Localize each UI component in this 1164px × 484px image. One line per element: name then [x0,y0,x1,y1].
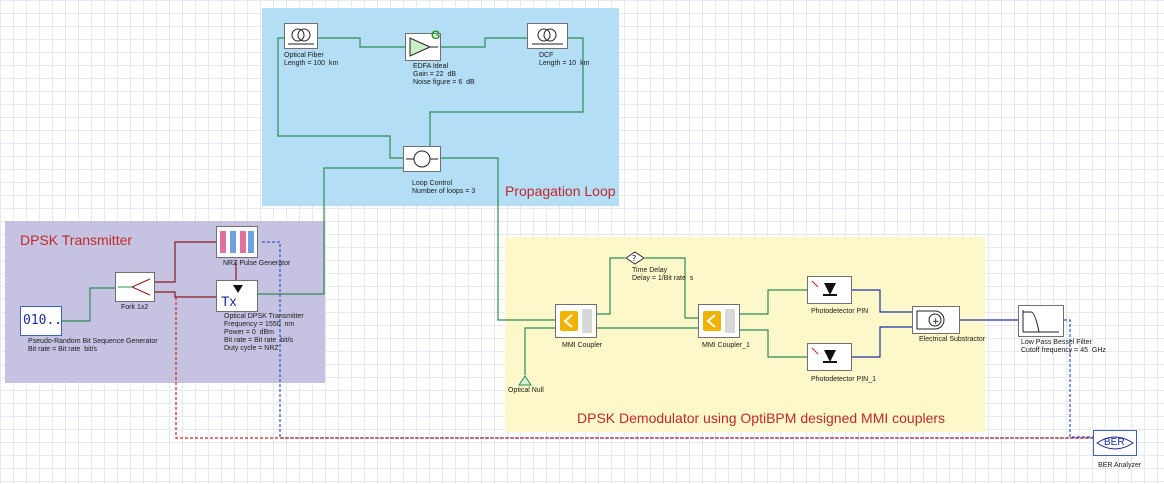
dcf-coil-icon [532,28,563,45]
lpf-param: Cutoff frequency = 45 GHz [1021,347,1106,354]
prbs-name: Pseudo-Random Bit Sequence Generator [28,338,158,345]
wire-loop-fiber [277,37,405,159]
wire-prbs-fork [62,287,115,322]
wire-fork-nrz [155,241,216,283]
optical-null-component[interactable] [518,373,532,386]
ber-glyph: BER [1104,437,1125,448]
edfa-noise-param: Noise figure = 6 dB [413,79,475,86]
tx-duty-cycle: Duty cycle = NRZ [224,345,279,352]
wire-dcf-loop [429,37,584,146]
wire-pin1-sub [852,326,912,358]
fork-icon [118,278,151,296]
fork-component[interactable] [115,272,155,302]
wire-fiber-edfa [318,37,405,48]
photodetector-pin-1-component[interactable] [807,343,852,371]
nrz-name: NRZ Pulse Generator [223,260,291,267]
loop-control-name: Loop Control [412,180,453,187]
tx-name: Optical DPSK Transmitter [224,313,304,320]
ground-icon [518,375,532,386]
photodiode-icon [811,280,837,296]
tx-frequency: Frequency = 1550 nm [224,321,295,328]
wire-edfa-dcf [441,37,527,48]
prbs-param: Bit rate = Bit rate bit/s [28,346,98,353]
mmi-coupler-1-component[interactable] [698,304,740,338]
time-delay-param: Delay = 1/Bit rate s [632,275,694,282]
optical-fiber-param: Length = 100 km [284,60,339,67]
fork-name: Fork 1x2 [121,304,149,311]
filter-response-icon [1022,310,1059,333]
low-pass-filter-component[interactable] [1018,305,1064,337]
photodiode-1-icon [811,347,837,363]
pin-name: Photodetector PIN [811,308,869,315]
lpf-name: Low Pass Bessel Filter [1021,339,1092,346]
dcf-component[interactable] [527,23,568,49]
time-delay-component[interactable]: ? [625,251,645,265]
edfa-component[interactable] [405,33,441,61]
wire-null-mmi [524,327,555,375]
tx-bitrate: Bit rate = Bit rate bit/s [224,337,294,344]
pin1-name: Photodetector PIN_1 [811,376,876,383]
wire-tx-loop [257,167,403,295]
tx-power: Power = 0 dBm [224,329,274,336]
loop-control-component[interactable] [403,146,441,172]
amplifier-icon [409,37,438,57]
prbs-glyph: 010.. [23,313,63,328]
wire-loop-out [441,157,555,321]
optical-fiber-name: Optical Fiber [284,52,324,59]
photodetector-pin-component[interactable] [807,276,852,304]
ber-analyzer-component[interactable]: BER [1093,430,1137,456]
prbs-generator-component[interactable]: 010.. [20,306,62,336]
propagation-loop-title: Propagation Loop [505,183,616,199]
ber-name: BER Analyzer [1098,462,1142,469]
sub-name: Electrical Substractor [919,336,986,343]
mmi-coupler-component[interactable] [555,304,597,338]
wire-fork-tx [155,291,216,298]
wire-mmi-delay [597,257,625,315]
dcf-name: DCF [539,52,554,59]
subtractor-icon: + [916,310,945,330]
loop-control-param: Number of loops = 3 [412,188,476,195]
laser-icon [233,285,243,293]
optical-fiber-component[interactable] [284,23,318,49]
optical-null-name: Optical Null [508,387,544,394]
wire-delay-mmi1 [645,257,698,319]
dpsk-demodulator-title: DPSK Demodulator using OptiBPM designed … [577,410,946,426]
loop-icon [406,150,438,168]
time-delay-name: Time Delay [632,267,668,274]
mmi-icon [560,309,592,333]
pulse-icon [220,231,254,253]
eye-diagram-icon [1096,436,1134,450]
wire-prbs-ber-dashed [175,297,1093,439]
dpsk-transmitter-region [5,221,325,383]
wire-lpf-ber-dashed [1064,319,1093,438]
dpsk-transmitter-component[interactable]: Tx [216,280,258,312]
fiber-coil-icon [288,28,314,45]
nrz-pulse-generator-component[interactable] [216,226,258,258]
edfa-gain-glyph: G [431,28,441,42]
wire-mmi1-pin1 [740,329,807,358]
wire-mmi1-pin [740,289,807,315]
mmi-name: MMI Coupler [562,342,603,349]
svg-text:+: + [932,317,940,327]
wire-pin-sub [852,289,912,313]
dpsk-transmitter-title: DPSK Transmitter [20,232,133,248]
mmi-1-icon [703,309,735,333]
mmi1-name: MMI Coupler_1 [702,342,750,349]
electrical-substractor-component[interactable]: + [912,306,960,334]
delay-icon: ? [625,251,645,265]
edfa-gain-param: Gain = 22 dB [413,71,457,78]
tx-glyph: Tx [221,293,237,309]
dcf-param: Length = 10 km [539,60,590,67]
svg-text:?: ? [632,254,636,263]
edfa-name: EDFA Ideal [413,63,449,70]
